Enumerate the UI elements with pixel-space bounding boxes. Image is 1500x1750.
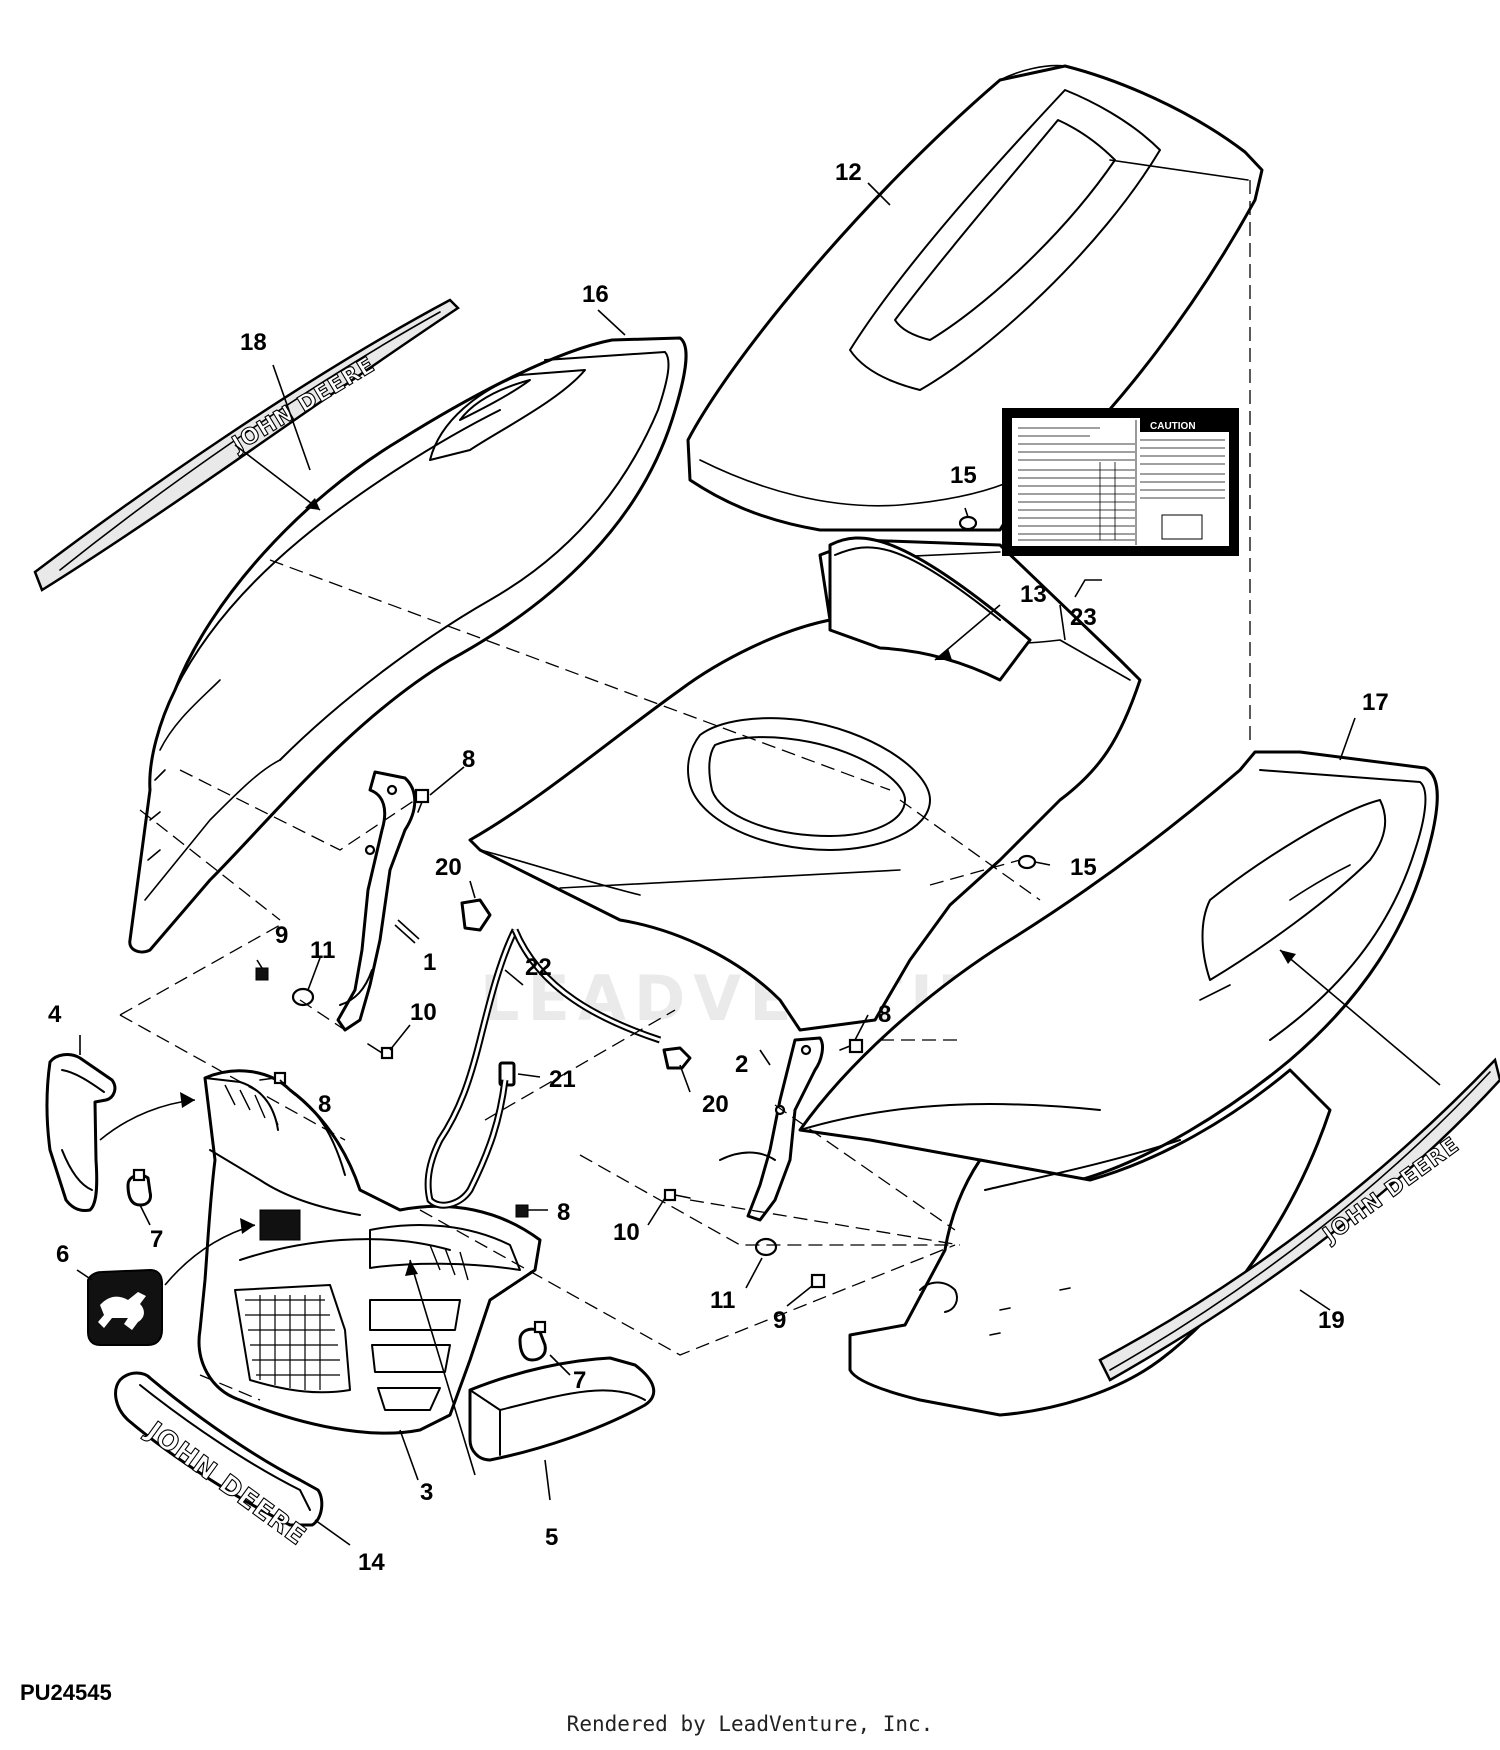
part-9-nut-b[interactable] [810, 1273, 826, 1289]
part-8-screw-a[interactable] [414, 788, 430, 813]
callout-2: 2 [735, 1051, 748, 1078]
part-11-bushing-a[interactable] [291, 987, 315, 1007]
callout-15b: 15 [1070, 854, 1097, 881]
decal-18-text: JOHN DEERE [226, 352, 379, 458]
callout-11a: 11 [310, 937, 335, 964]
part-8-screw-d[interactable] [515, 1204, 529, 1218]
callout-7b: 7 [573, 1367, 586, 1394]
callout-16: 16 [582, 281, 609, 308]
part-10-bolt-a[interactable] [367, 1043, 394, 1060]
callout-3: 3 [420, 1479, 433, 1506]
part-15-plug-b[interactable] [1017, 854, 1037, 870]
callouts: 12 16 18 15 13 23 17 8 20 15 9 11 1 22 1… [48, 159, 1389, 1576]
hardware [255, 515, 1037, 1289]
part-9-nut-a[interactable] [255, 967, 269, 981]
callout-5: 5 [545, 1524, 558, 1551]
part-5-right-light-cover[interactable] [468, 1356, 656, 1462]
callout-17: 17 [1362, 689, 1389, 716]
part-1-bracket[interactable] [336, 770, 417, 1032]
right-lower-body[interactable] [848, 1068, 1332, 1417]
callout-11b: 11 [710, 1287, 735, 1314]
part-20-switch-b[interactable] [662, 1046, 692, 1070]
render-credit: Rendered by LeadVenture, Inc. [566, 1712, 934, 1736]
callout-14: 14 [358, 1549, 385, 1576]
callout-19: 19 [1318, 1307, 1345, 1334]
callout-8a: 8 [462, 746, 475, 773]
callout-10a: 10 [410, 999, 437, 1026]
callout-8c: 8 [318, 1091, 331, 1118]
part-8-screw-c[interactable] [259, 1071, 287, 1085]
callout-15a: 15 [950, 462, 977, 489]
leaders [76, 182, 1356, 1546]
callout-8b: 8 [878, 1001, 891, 1028]
callout-12: 12 [835, 159, 862, 186]
callout-1: 1 [423, 949, 436, 976]
callout-9a: 9 [275, 922, 288, 949]
callout-10b: 10 [613, 1219, 640, 1246]
callout-22: 22 [525, 954, 552, 981]
part-22-wire-harness[interactable] [424, 928, 662, 1209]
callout-13: 13 [1020, 581, 1047, 608]
part-20-switch-a[interactable] [460, 898, 492, 932]
callout-4: 4 [48, 1001, 62, 1028]
seat-mount-bracket[interactable] [828, 536, 1032, 682]
part-10-bolt-b[interactable] [663, 1188, 691, 1202]
callout-21: 21 [549, 1066, 576, 1093]
arrows [99, 444, 1441, 1476]
part-6-emblem[interactable] [87, 1268, 163, 1346]
callout-8d: 8 [557, 1199, 570, 1226]
callout-7a: 7 [150, 1226, 163, 1253]
part-23-safety-label[interactable]: CAUTION [1002, 408, 1239, 556]
part-3-grille[interactable] [197, 1069, 542, 1435]
callout-18: 18 [240, 329, 267, 356]
part-4-left-light-cover[interactable] [45, 1053, 117, 1212]
label-caution-header: CAUTION [1150, 421, 1196, 432]
part-2-bracket[interactable] [719, 1036, 824, 1222]
part-8-screw-b[interactable] [839, 1038, 864, 1054]
part-16-left-fender[interactable] [128, 336, 688, 954]
diagram-reference-number: PU24545 [20, 1680, 112, 1705]
callout-9b: 9 [773, 1307, 786, 1334]
callout-23: 23 [1070, 604, 1097, 631]
part-17-right-fender[interactable] [798, 750, 1439, 1182]
callout-20a: 20 [435, 854, 462, 881]
assembly-lines [119, 180, 1251, 1401]
callout-6: 6 [56, 1241, 69, 1268]
callout-20b: 20 [702, 1091, 729, 1118]
decal-19-text: JOHN DEERE [1317, 1133, 1464, 1249]
part-7-bulb-right[interactable] [518, 1320, 547, 1362]
part-7-bulb-left[interactable] [126, 1168, 152, 1207]
part-11-bushing-b[interactable] [754, 1237, 778, 1257]
part-15-plug-a[interactable] [958, 515, 978, 531]
